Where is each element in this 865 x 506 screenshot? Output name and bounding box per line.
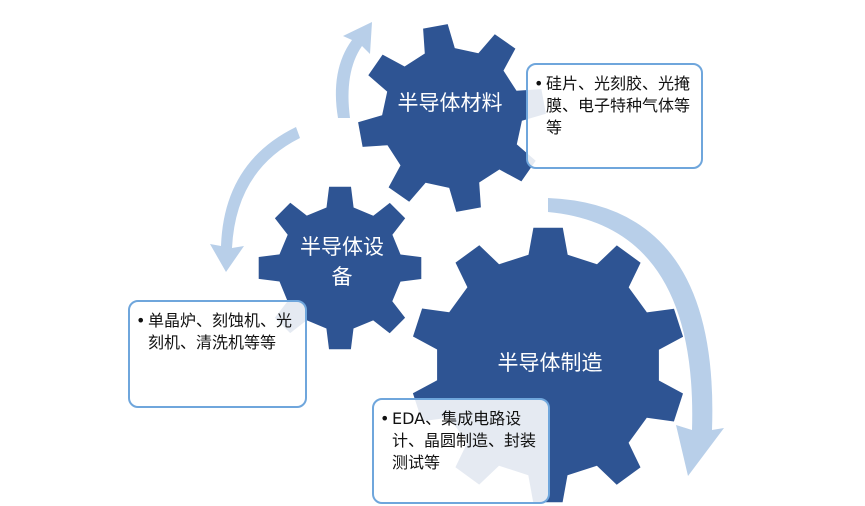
manufacturing-description-box: • EDA、集成电路设计、晶圆制造、封装测试等 <box>372 398 550 504</box>
arrow-to-materials <box>335 22 372 118</box>
bullet: • <box>534 74 544 93</box>
bullet: • <box>136 311 146 330</box>
manufacturing-description: EDA、集成电路设计、晶圆制造、封装测试等 <box>392 409 537 472</box>
gear-label-materials: 半导体材料 <box>397 91 503 115</box>
gear-materials <box>358 24 546 212</box>
equipment-description-box: • 单晶炉、刻蚀机、光刻机、清洗机等等 <box>128 300 307 408</box>
arrow-to-equipment <box>210 127 300 272</box>
materials-description: 硅片、光刻胶、光掩膜、电子特种气体等等 <box>546 74 691 137</box>
gear-label-manufacturing: 半导体制造 <box>497 351 603 375</box>
arrow-to-manufacturing <box>548 198 724 476</box>
equipment-description: 单晶炉、刻蚀机、光刻机、清洗机等等 <box>148 311 293 352</box>
materials-description-box: • 硅片、光刻胶、光掩膜、电子特种气体等等 <box>526 63 703 169</box>
bullet: • <box>380 409 390 428</box>
gear-label-equipment: 半导体设备 <box>300 235 384 289</box>
